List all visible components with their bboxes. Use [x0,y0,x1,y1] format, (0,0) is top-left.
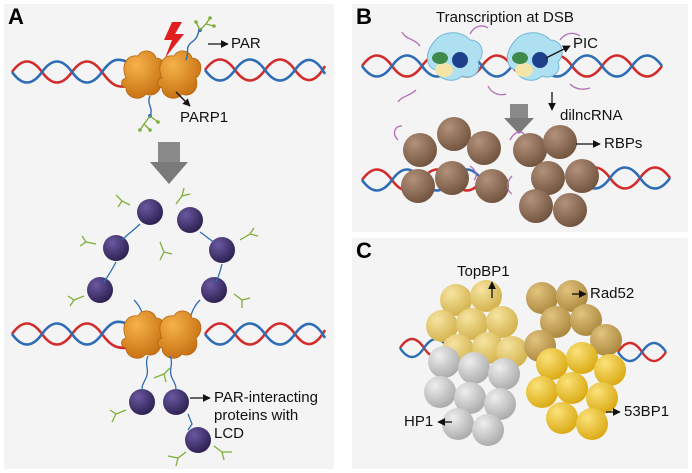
hp1-condensate [424,346,520,446]
panel-a-letter: A [8,4,24,29]
par-chains-lower-cluster [109,355,232,467]
par-interacting-label-line2: proteins with [214,407,299,424]
dna-helix-bottom-right [203,322,327,346]
rbp-cluster-right [513,125,599,227]
down-arrow-icon [150,142,188,184]
lcd-protein-cluster-lower [129,389,211,453]
pic-complex-right [507,32,563,81]
parp1-label-arrow [175,91,191,107]
dilncrna-label: dilncRNA [560,107,623,124]
pic-complex-left [427,32,483,81]
topbp1-label: TopBP1 [457,263,510,280]
parp1-protein-pair-top [121,50,202,99]
par-chain-top-lower [138,95,160,132]
panel-b-letter: B [356,4,372,29]
lightning-bolt-icon [164,22,184,58]
rbp-cluster-left [401,117,509,203]
par-interacting-label-line3: LCD [214,425,245,442]
dilncrna-strands-top [397,25,591,103]
down-arrow-icon [504,104,534,134]
panel-c-letter: C [356,238,372,263]
rad52-condensate [524,280,622,362]
dilncrna-strands-bottom [393,125,525,195]
parp1-protein-pair-bottom [121,310,202,359]
pic-label: PIC [573,35,599,52]
par-chain-top [185,16,216,61]
parp1-label: PARP1 [180,109,229,126]
53bp1-label: 53BP1 [624,403,670,420]
lcd-protein-cluster-upper [87,199,235,303]
par-label: PAR [231,35,261,52]
dna-helix-top-left [10,58,129,88]
dna-helix-top-right [203,58,327,82]
panel-b-title: Transcription at DSB [436,9,574,26]
53bp1-condensate [526,342,626,440]
dna-helix-bottom-left [10,320,129,350]
par-chains-upper-cluster [67,187,259,308]
hp1-label: HP1 [404,413,434,430]
rbps-label: RBPs [604,135,643,152]
rad52-label: Rad52 [590,285,635,302]
pic-label-arrow [545,45,571,59]
par-interacting-label-line1: PAR-interacting [214,389,318,406]
